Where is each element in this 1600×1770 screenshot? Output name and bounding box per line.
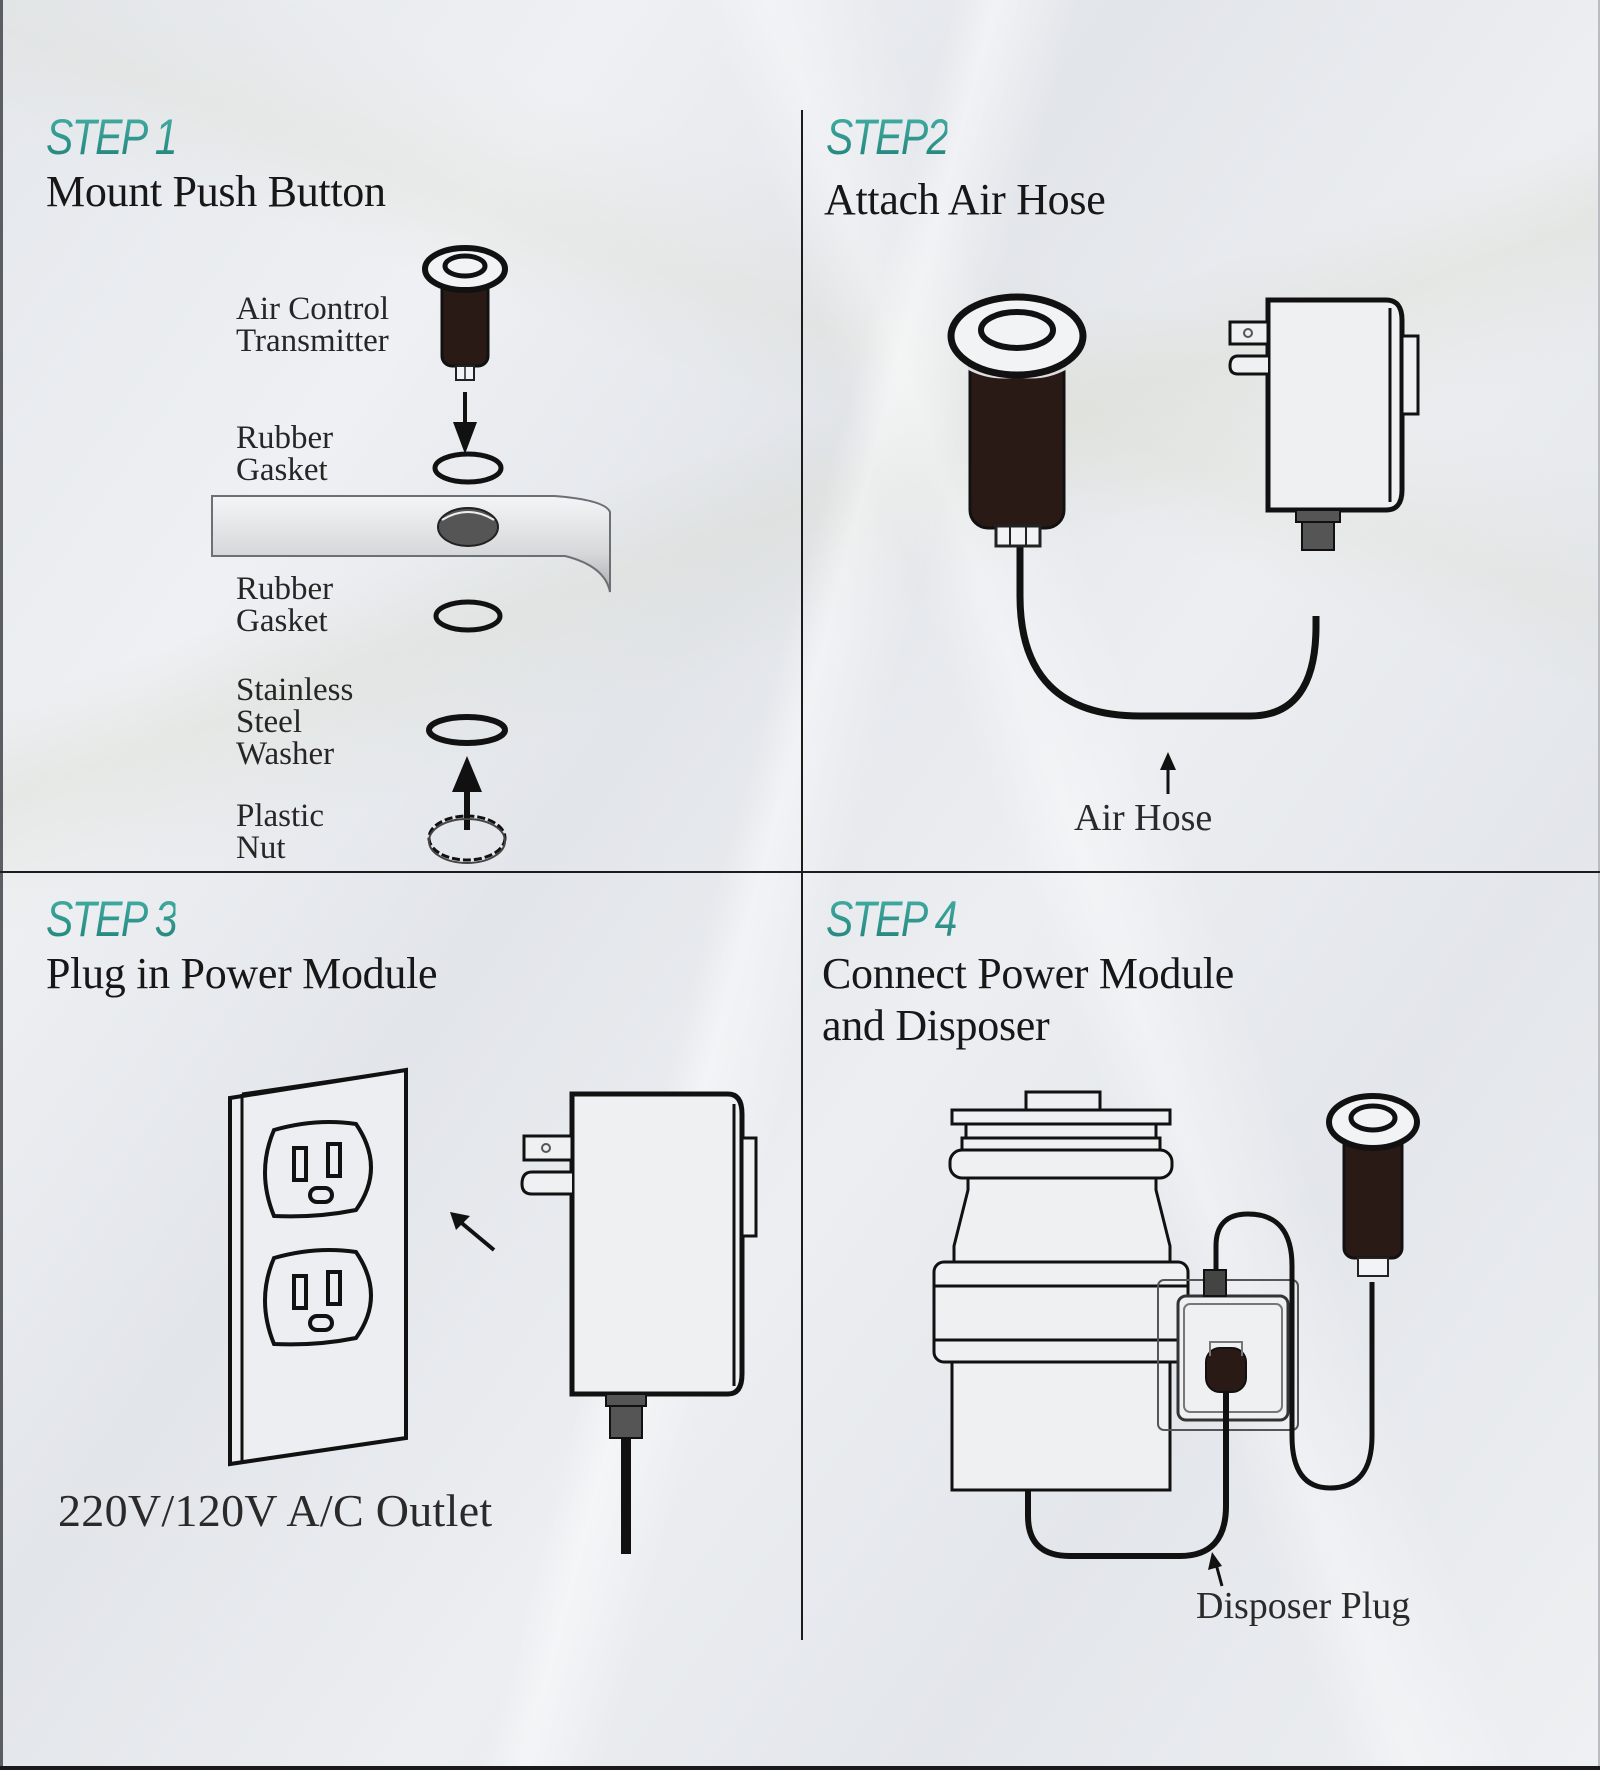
step-4-title: Connect Power Module and Disposer xyxy=(822,949,1234,1050)
washer-ring-icon xyxy=(426,714,508,746)
garbage-disposer-icon xyxy=(932,1090,1190,1492)
arrow-down-icon xyxy=(453,392,477,454)
power-module-icon xyxy=(1228,297,1420,551)
right-edge xyxy=(1598,0,1600,1770)
gasket-ring-icon xyxy=(433,599,503,633)
step-3-title: Plug in Power Module xyxy=(46,949,438,998)
air-hose-icon xyxy=(1016,532,1320,720)
air-hose-diagram xyxy=(947,293,1420,720)
vertical-divider xyxy=(801,110,803,1640)
sink-deck-icon xyxy=(211,495,611,593)
disposer-plug-icon xyxy=(1205,1341,1247,1393)
left-edge xyxy=(0,0,3,1770)
plastic-nut-icon xyxy=(427,756,507,864)
step-1-heading: STEP 1 xyxy=(46,109,178,165)
disposer-plug-callout: Disposer Plug xyxy=(1196,1585,1411,1627)
air-switch-button-icon xyxy=(947,293,1087,548)
gasket-ring-icon xyxy=(432,451,504,485)
power-module-icon xyxy=(520,1091,758,1554)
wall-outlet-icon xyxy=(228,1067,408,1467)
disposer-connection-diagram xyxy=(932,1090,1420,1587)
step-3-heading: STEP 3 xyxy=(46,891,178,947)
arrow-up-icon xyxy=(1160,752,1176,794)
step-2-heading: STEP2 xyxy=(826,109,949,165)
bottom-edge xyxy=(0,1766,1600,1770)
air-switch-button-icon xyxy=(1326,1093,1420,1277)
outlet-socket-upper xyxy=(263,1120,373,1219)
outlet-callout: 220V/120V A/C Outlet xyxy=(58,1485,493,1536)
step-4-heading: STEP 4 xyxy=(826,891,958,947)
air-hose-callout: Air Hose xyxy=(1074,797,1213,839)
arrow-icon xyxy=(1208,1552,1224,1587)
air-switch-button-icon xyxy=(422,245,508,381)
arrow-icon xyxy=(450,1212,496,1252)
step-1-title: Mount Push Button xyxy=(46,167,386,216)
outlet-socket-lower xyxy=(263,1248,373,1347)
horizontal-divider xyxy=(0,871,1600,873)
step-2-title: Attach Air Hose xyxy=(824,175,1106,224)
